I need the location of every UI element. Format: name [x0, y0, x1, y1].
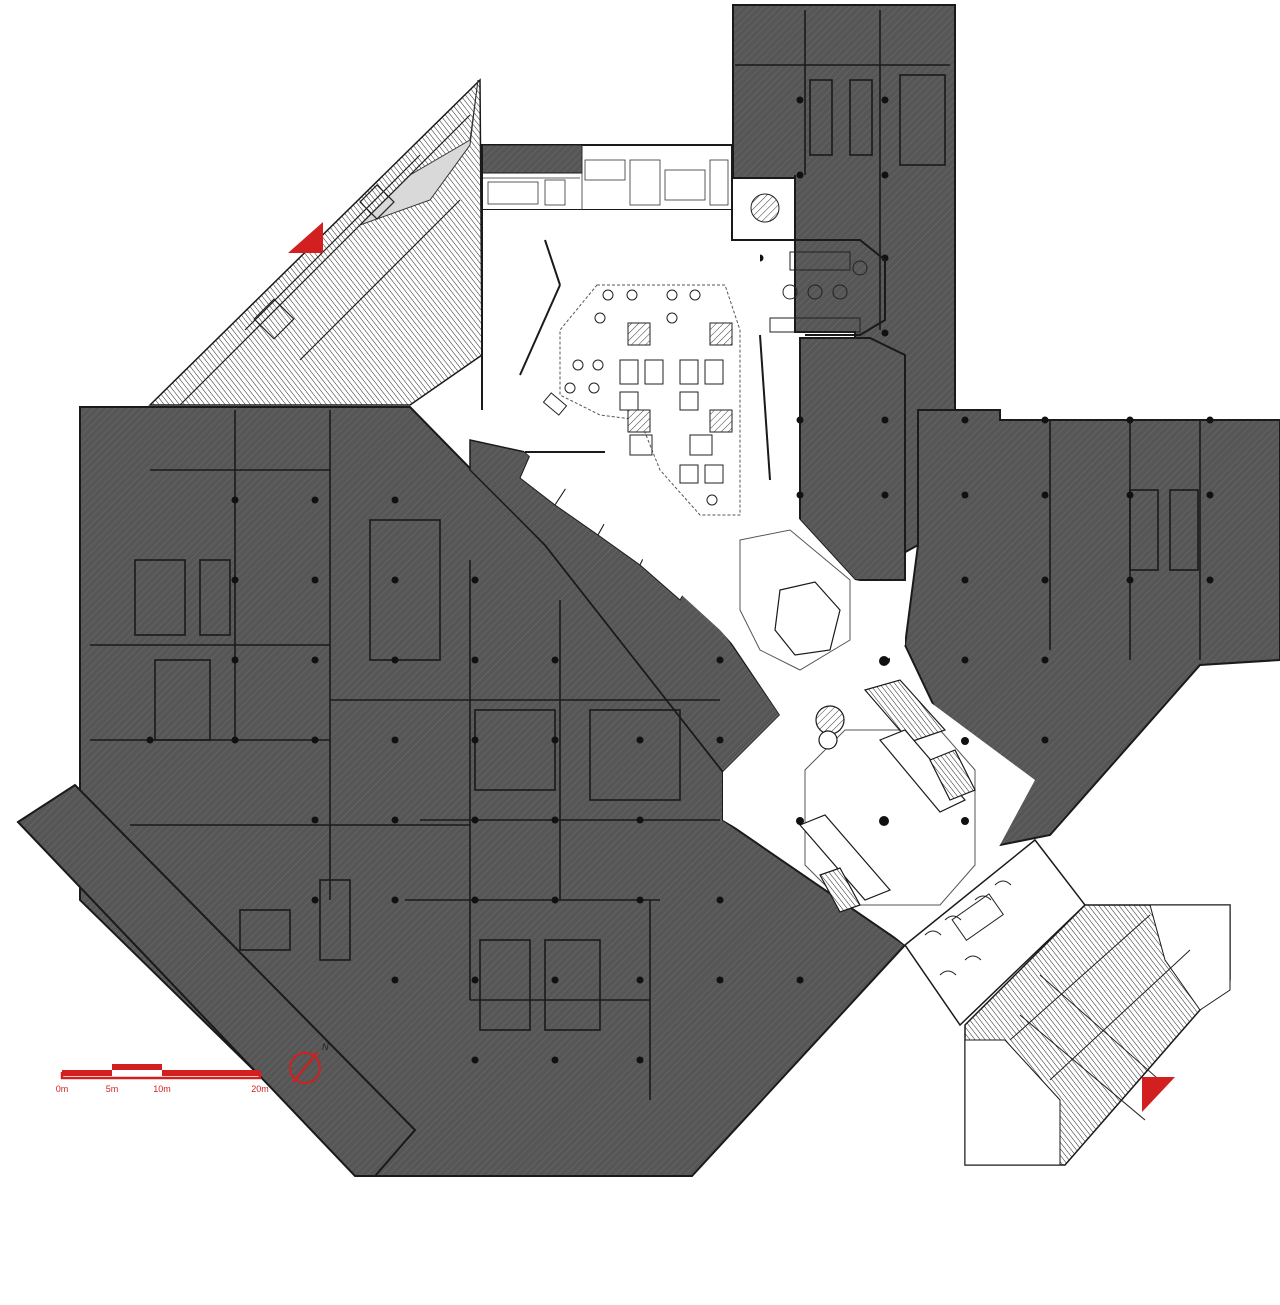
atrium-floor	[723, 630, 1035, 945]
scale-label-0: 0m	[56, 1084, 69, 1094]
entrance-marker-southeast	[1142, 1077, 1175, 1112]
atrium-kiosk	[774, 581, 845, 750]
entrance-stair-details-southeast	[964, 904, 1231, 1166]
atrium-octagon	[804, 729, 976, 906]
west-block-walls	[90, 10, 1201, 1100]
restaurant-walls	[481, 145, 886, 481]
atrium-feature-outline	[739, 529, 851, 671]
scale-label-5: 5m	[106, 1084, 119, 1094]
scale-label-10: 10m	[153, 1084, 171, 1094]
north-label: N	[322, 1042, 329, 1052]
dining-zone-outline	[559, 284, 741, 516]
scale-label-20: 20m	[251, 1084, 269, 1094]
entrance-marker-northwest	[288, 222, 323, 253]
scale-bar: 0m 5m 10m 20m	[56, 1064, 269, 1094]
dining-tables	[542, 193, 868, 506]
atrium-columns	[796, 656, 969, 826]
north-arrow-icon: N	[289, 1042, 329, 1084]
tenant-block-east	[903, 409, 1280, 847]
entrance-canopy-details	[179, 114, 471, 406]
entrance-doors-southeast	[924, 880, 1012, 976]
escalators	[798, 679, 976, 913]
